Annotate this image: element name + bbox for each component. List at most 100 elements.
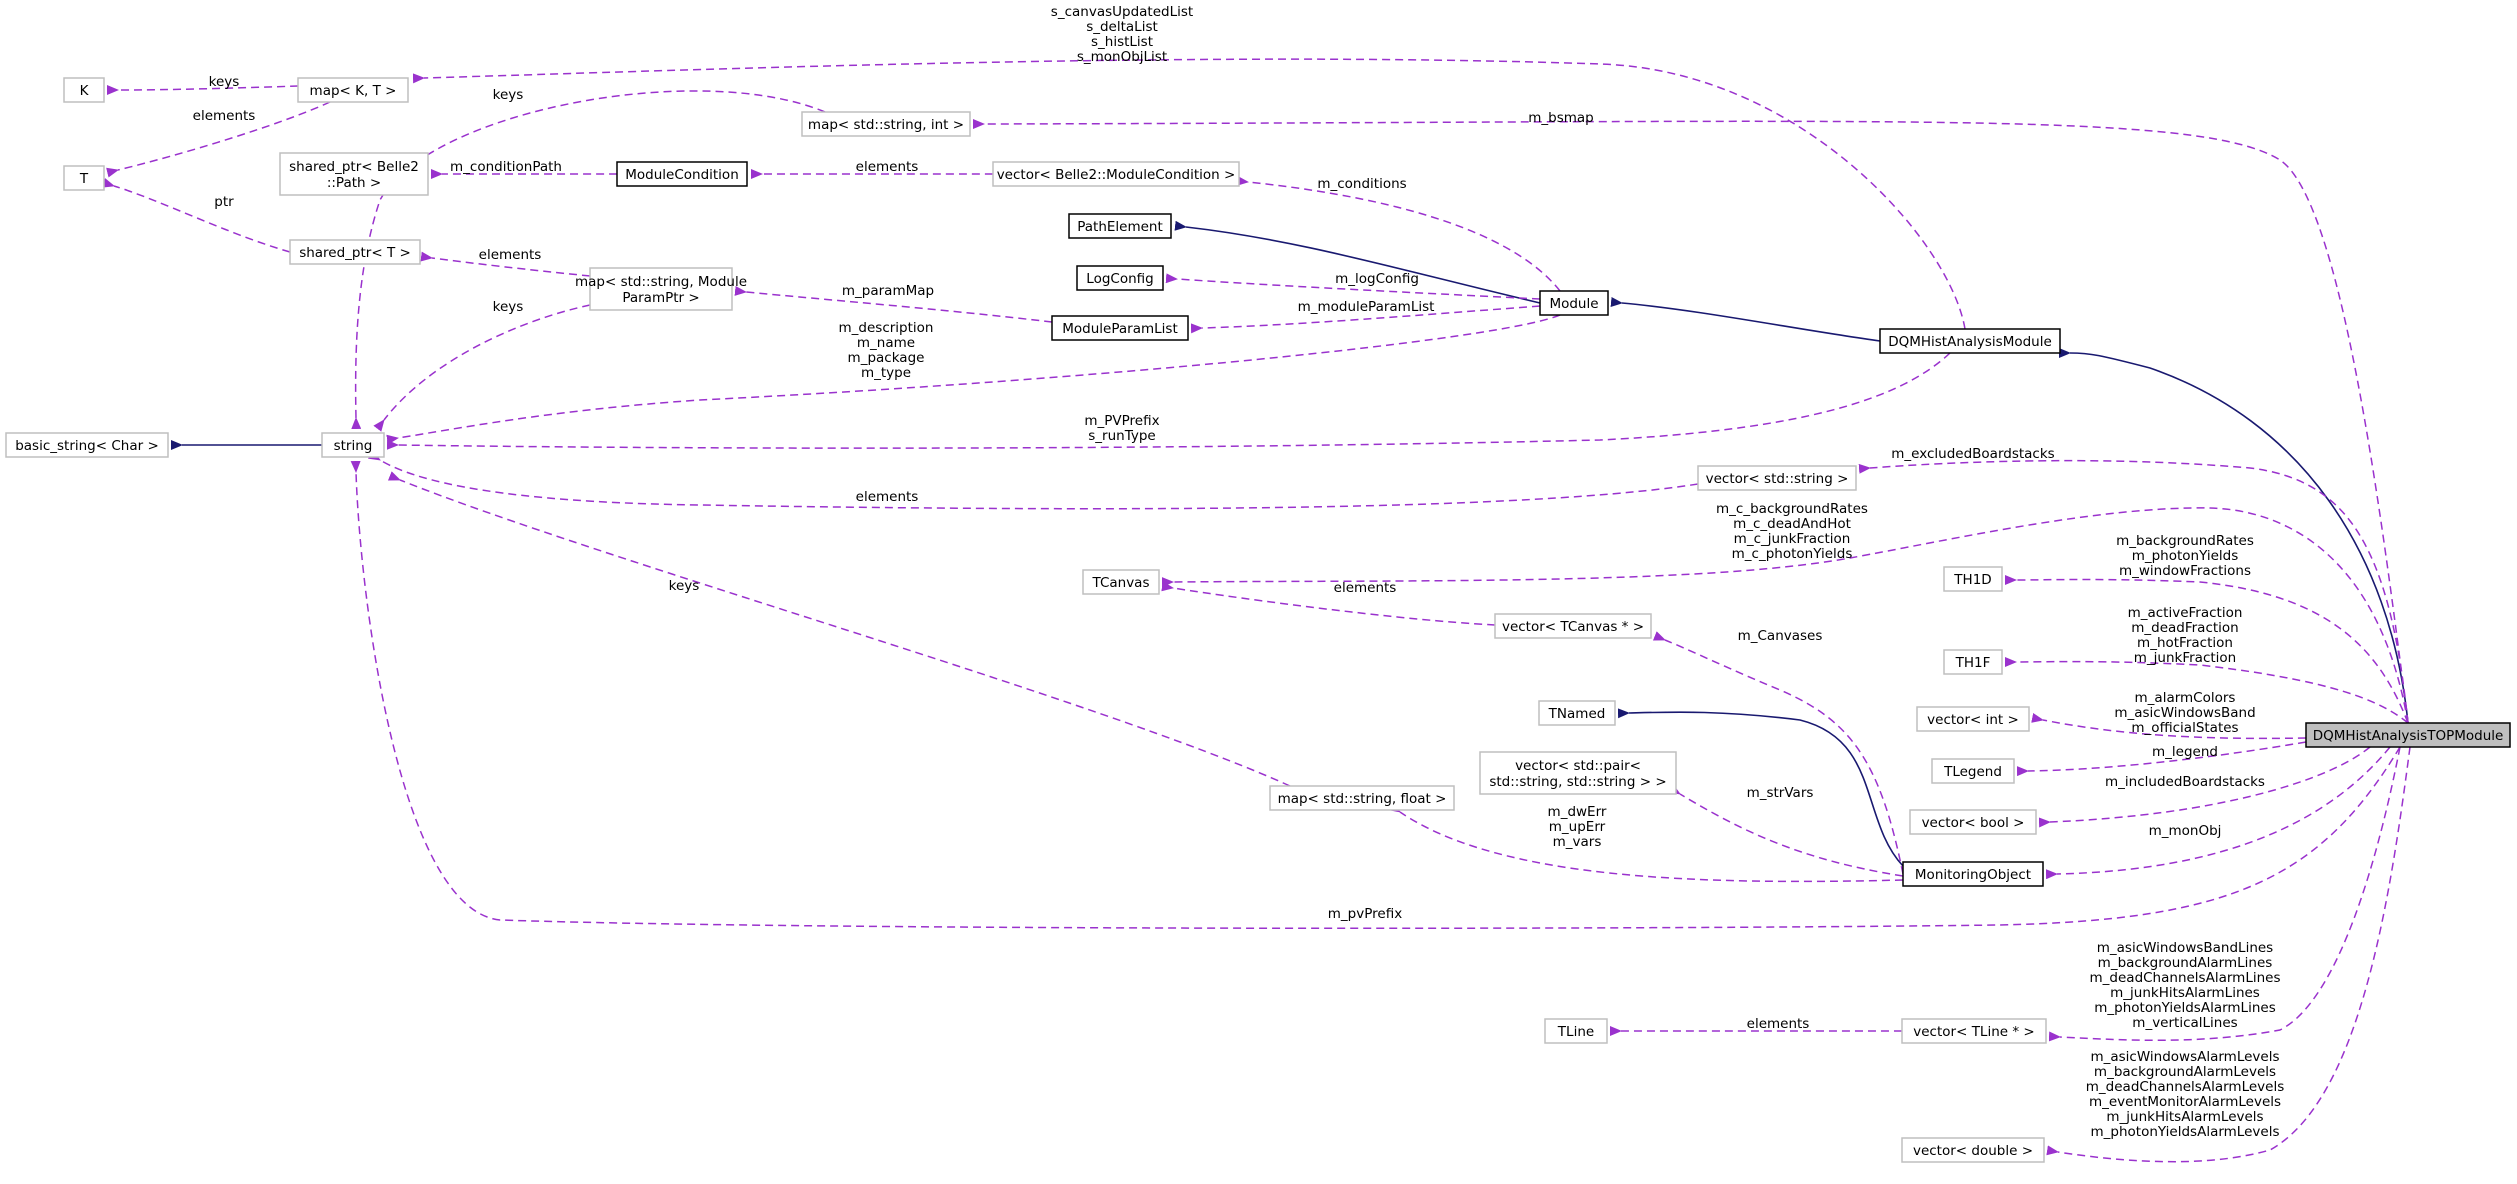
node-dqm-hist-analysis-module[interactable]: DQMHistAnalysisModule bbox=[1879, 328, 2061, 354]
node-map-kt[interactable]: map< K, T > bbox=[297, 77, 409, 103]
edge-label-line: m_bsmap bbox=[1528, 110, 1594, 126]
edge-label-line: m_description bbox=[839, 320, 934, 336]
node-vector-double[interactable]: vector< double > bbox=[1901, 1137, 2045, 1163]
dependency-edge-dqm-string bbox=[386, 352, 1951, 450]
node-label: ::Path > bbox=[327, 175, 381, 191]
node-string[interactable]: string bbox=[321, 432, 385, 458]
node-shared-ptr-t[interactable]: shared_ptr< T > bbox=[289, 239, 421, 265]
node-log-config[interactable]: LogConfig bbox=[1076, 265, 1164, 291]
node-label: ModuleCondition bbox=[625, 167, 739, 183]
edge-label-line: m_photonYields bbox=[2132, 548, 2239, 564]
node-dqm-hist-analysis-top-module[interactable]: DQMHistAnalysisTOPModule bbox=[2305, 722, 2511, 748]
edge-label-line: m_photonYieldsAlarmLevels bbox=[2091, 1124, 2280, 1140]
node-label: basic_string< Char > bbox=[15, 438, 159, 454]
dependency-edge-top-vecstring bbox=[1858, 459, 2409, 724]
inheritance-edge-monobj-to-tnamed bbox=[1617, 708, 1904, 867]
node-basic-string[interactable]: basic_string< Char > bbox=[5, 432, 169, 458]
node-path-element[interactable]: PathElement bbox=[1068, 213, 1172, 239]
node-label: std::string, std::string > > bbox=[1489, 774, 1666, 790]
dependency-edge-top-monobj bbox=[2045, 746, 2391, 880]
node-label: vector< Belle2::ModuleCondition > bbox=[997, 167, 1236, 183]
node-vector-tline[interactable]: vector< TLine * > bbox=[1901, 1018, 2047, 1044]
edge-label-line: elements bbox=[479, 247, 542, 263]
node-map-string-float[interactable]: map< std::string, float > bbox=[1269, 785, 1455, 811]
edge-label-line: m_strVars bbox=[1747, 785, 1814, 801]
edge-label-line: s_runType bbox=[1088, 428, 1155, 444]
node-module-param-list[interactable]: ModuleParamList bbox=[1051, 315, 1189, 341]
edge-label-line: elements bbox=[1747, 1016, 1810, 1032]
edge-label-line: m_PVPrefix bbox=[1084, 413, 1159, 429]
edge-label-monobj-vectcanvas: m_Canvases bbox=[1738, 628, 1823, 644]
edge-label-line: m_upErr bbox=[1549, 819, 1606, 835]
node-tline[interactable]: TLine bbox=[1544, 1018, 1608, 1044]
node-label: TLegend bbox=[1943, 764, 2002, 780]
dependency-edge-module-string bbox=[386, 314, 1561, 445]
edge-label-line: m_backgroundAlarmLevels bbox=[2094, 1064, 2276, 1080]
inheritance-edge-top-to-dqmmodule bbox=[2058, 347, 2409, 724]
dependency-edge-mapmodparam-string bbox=[373, 304, 591, 432]
node-map-string-int[interactable]: map< std::string, int > bbox=[801, 111, 971, 137]
node-vector-int[interactable]: vector< int > bbox=[1916, 706, 2030, 732]
edge-label-line: m_hotFraction bbox=[2137, 635, 2233, 651]
node-label: DQMHistAnalysisModule bbox=[1888, 334, 2052, 350]
node-label: TLine bbox=[1557, 1024, 1594, 1040]
edge-label-module-logconfig: m_logConfig bbox=[1335, 271, 1419, 287]
dependency-edge-top-tcanvas bbox=[1161, 507, 2409, 724]
dependency-edge-vectcanvas-tcanvas bbox=[1161, 581, 1496, 626]
edge-label-vecstring-string: elements bbox=[856, 489, 919, 505]
dependency-edge-dqm-mapkt bbox=[412, 58, 1966, 330]
node-tlegend[interactable]: TLegend bbox=[1931, 758, 2015, 784]
node-th1d[interactable]: TH1D bbox=[1943, 566, 2003, 592]
node-th1f[interactable]: TH1F bbox=[1943, 649, 2003, 675]
dependency-edge-mapmodparam-sharedptr bbox=[420, 251, 591, 277]
edge-label-line: m_paramMap bbox=[842, 283, 934, 299]
dependency-edge-monobj-vecpair bbox=[1667, 784, 1904, 877]
edge-label-line: m_Canvases bbox=[1738, 628, 1823, 644]
node-module[interactable]: Module bbox=[1539, 290, 1609, 316]
edge-label-line: keys bbox=[493, 87, 524, 103]
edge-label-line: m_type bbox=[861, 365, 911, 381]
dependency-edge-top-th1d bbox=[2004, 575, 2409, 724]
dependency-edge-top-tlegend bbox=[2016, 741, 2307, 777]
node-label: LogConfig bbox=[1086, 271, 1153, 287]
node-vector-string[interactable]: vector< std::string > bbox=[1697, 465, 1857, 491]
node-vector-module-condition[interactable]: vector< Belle2::ModuleCondition > bbox=[992, 161, 1240, 187]
inheritance-edge-module-to-pathelement bbox=[1174, 220, 1541, 304]
node-vector-tcanvas[interactable]: vector< TCanvas * > bbox=[1494, 613, 1652, 639]
edge-label-line: m_logConfig bbox=[1335, 271, 1419, 287]
edge-label-modcond-sharedpath: m_conditionPath bbox=[450, 159, 562, 175]
edge-label-line: elements bbox=[856, 159, 919, 175]
node-label: vector< std::pair< bbox=[1515, 758, 1641, 774]
edge-label-line: m_backgroundAlarmLines bbox=[2098, 955, 2273, 971]
edge-label-vecmodcond-modcond: elements bbox=[856, 159, 919, 175]
edge-label-line: m_backgroundRates bbox=[2116, 533, 2254, 549]
node-monitoring-object[interactable]: MonitoringObject bbox=[1902, 861, 2044, 887]
node-shared-ptr-path[interactable]: shared_ptr< Belle2::Path > bbox=[279, 152, 429, 196]
node-vector-bool[interactable]: vector< bool > bbox=[1909, 809, 2037, 835]
edge-label-top-vecint: m_alarmColorsm_asicWindowsBandm_official… bbox=[2114, 690, 2255, 736]
edge-label-top-vectline: m_asicWindowsBandLinesm_backgroundAlarmL… bbox=[2090, 940, 2281, 1031]
edge-label-line: elements bbox=[856, 489, 919, 505]
node-tcanvas[interactable]: TCanvas bbox=[1082, 569, 1160, 595]
node-label: Module bbox=[1549, 296, 1598, 312]
edge-label-line: m_excludedBoardstacks bbox=[1891, 446, 2054, 462]
node-K[interactable]: K bbox=[63, 77, 105, 103]
node-label: vector< TCanvas * > bbox=[1502, 619, 1644, 635]
node-label: shared_ptr< Belle2 bbox=[289, 159, 419, 175]
edge-label-top-vecbool: m_includedBoardstacks bbox=[2105, 774, 2265, 790]
edge-label-line: m_activeFraction bbox=[2128, 605, 2243, 621]
node-module-condition[interactable]: ModuleCondition bbox=[616, 161, 748, 187]
dependency-edge-mapfloat-string bbox=[387, 471, 1291, 787]
node-vector-pair[interactable]: vector< std::pair<std::string, std::stri… bbox=[1479, 751, 1677, 795]
node-tnamed[interactable]: TNamed bbox=[1538, 700, 1616, 726]
edge-label-top-vecdouble: m_asicWindowsAlarmLevelsm_backgroundAlar… bbox=[2086, 1049, 2284, 1140]
node-T[interactable]: T bbox=[63, 165, 105, 191]
edge-label-line: m_vars bbox=[1553, 834, 1602, 850]
edge-label-top-monobj: m_monObj bbox=[2149, 823, 2222, 839]
edge-label-mapkt-k: keys bbox=[209, 74, 240, 90]
node-label: TCanvas bbox=[1091, 575, 1149, 591]
edge-label-line: m_junkHitsAlarmLines bbox=[2110, 985, 2260, 1001]
edge-label-modparamlist-mapmodparam: m_paramMap bbox=[842, 283, 934, 299]
